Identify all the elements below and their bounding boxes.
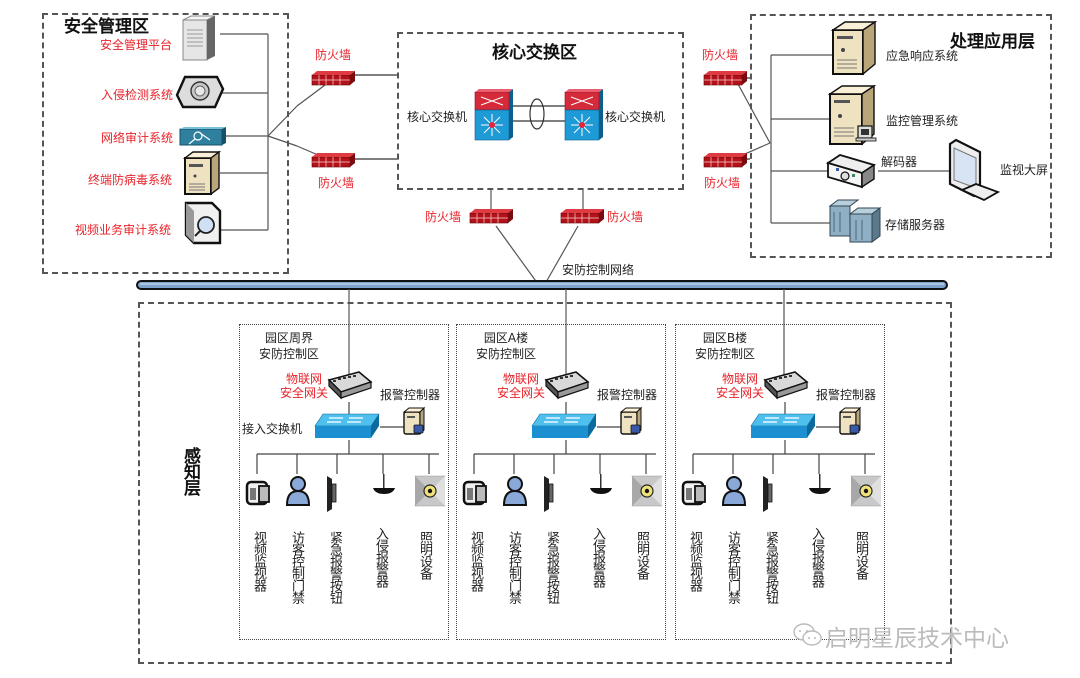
processing-item-label: 解码器 bbox=[881, 155, 918, 169]
device-label: 访客控制门禁 bbox=[725, 531, 740, 603]
server-workstation-icon bbox=[827, 84, 877, 146]
processing-item-label: 监控管理系统 bbox=[886, 114, 959, 128]
subzone-title: 园区A楼安防控制区 bbox=[466, 330, 546, 362]
perception-zone-title: 感知层 bbox=[180, 447, 200, 495]
iot-gateway-label-line: 安全网关 bbox=[715, 386, 764, 400]
subzone-title-line: 园区A楼 bbox=[483, 331, 529, 345]
security-mgmt-item-label: 入侵检测系统 bbox=[101, 88, 174, 102]
processing-item-label: 应急响应系统 bbox=[886, 49, 959, 63]
core-switch-right-label: 核心交换机 bbox=[605, 110, 666, 124]
firewall-bottom-left-icon bbox=[469, 208, 514, 224]
monitor-wall-label: 监视大屏 bbox=[1000, 163, 1049, 177]
firewall-label: 防火墙 bbox=[704, 176, 741, 190]
security-control-subzone bbox=[675, 324, 885, 640]
subzone-devices bbox=[245, 371, 446, 513]
device-label: 入侵报警器 bbox=[373, 527, 388, 587]
alarm-controller-label: 报警控制器 bbox=[380, 388, 441, 402]
subzone-title-line: 安防控制区 bbox=[694, 347, 755, 361]
security-mgmt-item-label: 网络审计系统 bbox=[101, 131, 174, 145]
security-mgmt-item-label: 终端防病毒系统 bbox=[88, 173, 173, 187]
iot-gateway-label: 物联网安全网关 bbox=[486, 372, 556, 400]
alarm-controller-label: 报警控制器 bbox=[816, 388, 877, 402]
processing-zone-title: 处理应用层 bbox=[950, 32, 1035, 52]
device-label: 照明设备 bbox=[417, 531, 432, 579]
monitor-wall-icon bbox=[948, 138, 1001, 202]
device-label: 紧急报警按钮 bbox=[544, 531, 559, 603]
iot-gateway-label-line: 物联网 bbox=[502, 372, 539, 386]
firewall-label: 防火墙 bbox=[607, 210, 644, 224]
device-label: 视频监视器 bbox=[468, 531, 483, 591]
alarm-controller-label: 报警控制器 bbox=[597, 388, 658, 402]
security-mgmt-item-label: 安全管理平台 bbox=[100, 38, 173, 52]
subzone-title: 园区周界安防控制区 bbox=[249, 330, 329, 362]
ids-sensor-icon bbox=[175, 75, 225, 109]
firewall-left-bottom-icon bbox=[311, 152, 356, 168]
iot-gateway-label: 物联网安全网关 bbox=[269, 372, 339, 400]
firewall-label: 防火墙 bbox=[702, 48, 739, 62]
server-icon bbox=[830, 20, 878, 76]
firewall-right-top-icon bbox=[703, 70, 748, 86]
perception-zone bbox=[138, 302, 952, 664]
iot-gateway-label-line: 安全网关 bbox=[279, 386, 328, 400]
network-audit-icon bbox=[179, 127, 226, 146]
device-label: 入侵报警器 bbox=[590, 527, 605, 587]
device-label: 访客控制门禁 bbox=[506, 531, 521, 603]
firewall-label: 防火墙 bbox=[315, 48, 352, 62]
subzone-devices bbox=[462, 371, 663, 513]
subzone-title-line: 安防控制区 bbox=[258, 347, 319, 361]
device-label: 照明设备 bbox=[853, 531, 868, 579]
processing-item-label: 存储服务器 bbox=[885, 218, 946, 232]
iot-gateway-label-line: 物联网 bbox=[721, 372, 758, 386]
network-bus-label: 安防控制网络 bbox=[562, 263, 635, 277]
server-tower-icon bbox=[182, 15, 216, 61]
security-mgmt-item-label: 视频业务审计系统 bbox=[75, 223, 172, 237]
decoder-icon bbox=[825, 154, 877, 189]
device-label: 紧急报警按钮 bbox=[763, 531, 778, 603]
subzone-title-line: 园区B楼 bbox=[702, 331, 748, 345]
security-control-subzone bbox=[239, 324, 449, 640]
core-trunk-link bbox=[513, 98, 565, 130]
storage-server-icon bbox=[828, 199, 882, 243]
core-switching-zone bbox=[397, 32, 684, 190]
processing-wiring bbox=[737, 54, 952, 224]
iot-gateway-label: 物联网安全网关 bbox=[705, 372, 775, 400]
device-label: 视频监视器 bbox=[687, 531, 702, 591]
security-mgmt-zone-title: 安全管理区 bbox=[64, 17, 149, 37]
firewall-right-bottom-icon bbox=[703, 152, 748, 168]
core-zone-title: 核心交换区 bbox=[492, 43, 577, 63]
device-label: 照明设备 bbox=[634, 531, 649, 579]
video-audit-icon bbox=[184, 201, 222, 245]
device-label: 紧急报警按钮 bbox=[327, 531, 342, 603]
device-label: 访客控制门禁 bbox=[289, 531, 304, 603]
antivirus-server-icon bbox=[182, 150, 222, 196]
subzone-title: 园区B楼安防控制区 bbox=[685, 330, 765, 362]
iot-gateway-label-line: 物联网 bbox=[285, 372, 322, 386]
iot-gateway-label-line: 安全网关 bbox=[496, 386, 545, 400]
security-network-bus[interactable] bbox=[136, 280, 948, 290]
bus-uplinks bbox=[490, 190, 584, 285]
device-label: 入侵报警器 bbox=[809, 527, 824, 587]
firewall-label: 防火墙 bbox=[425, 210, 462, 224]
subzone-devices bbox=[681, 371, 882, 513]
core-switch-left-label: 核心交换机 bbox=[407, 110, 468, 124]
access-switch-label: 接入交换机 bbox=[242, 422, 303, 436]
subzone-title-line: 园区周界 bbox=[264, 331, 313, 345]
firewall-label: 防火墙 bbox=[318, 176, 355, 190]
security-mgmt-zone bbox=[42, 13, 289, 274]
firewall-bottom-right-icon bbox=[560, 208, 605, 224]
wechat-icon bbox=[793, 623, 822, 646]
watermark-text: 启明星辰技术中心 bbox=[825, 626, 1009, 652]
firewall-left-top-icon bbox=[311, 70, 356, 86]
security-control-subzone bbox=[456, 324, 666, 640]
subzone-title-line: 安防控制区 bbox=[475, 347, 536, 361]
processing-zone bbox=[750, 14, 1052, 258]
device-label: 视频监视器 bbox=[251, 531, 266, 591]
